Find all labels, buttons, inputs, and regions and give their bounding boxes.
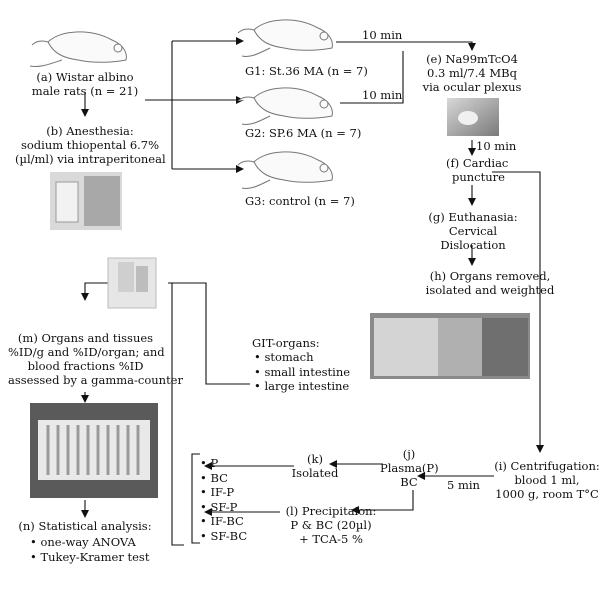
group-g3-label: G3: control (n = 7) <box>245 194 355 208</box>
list-item: BC <box>200 471 247 486</box>
rat-icon <box>29 31 127 67</box>
plasma-label: (j)Plasma(P)BC <box>380 447 439 489</box>
group-g1-label: G1: St.36 MA (n = 7) <box>245 64 368 78</box>
rat-eye-photo <box>447 98 499 136</box>
group-g2-label: G2: SP.6 MA (n = 7) <box>245 126 362 140</box>
gamma-tubes-photo <box>107 257 157 309</box>
rat-icon <box>237 87 333 125</box>
list-item: large intestine <box>254 379 350 394</box>
precipitation-label: (l) Precipitaion:P & BC (20µl)+ TCA-5 % <box>285 504 377 546</box>
timing-label: 10 min <box>362 28 403 42</box>
list-item: IF-P <box>200 485 247 500</box>
statistics-list: one-way ANOVA Tukey-Kramer test <box>30 535 149 564</box>
rat-icon <box>237 19 333 57</box>
list-item: P <box>200 456 247 471</box>
git-organs-title: GIT-organs: <box>252 336 320 350</box>
organs-tissues-label: (m) Organs and tissues%ID/g and %ID/orga… <box>8 331 183 387</box>
gamma-counter-photo <box>30 403 158 498</box>
list-item: IF-BC <box>200 514 247 529</box>
anesthesia-label: (b) Anesthesia:sodium thiopental 6.7%(µl… <box>15 124 166 166</box>
list-item: Tukey-Kramer test <box>30 550 149 565</box>
list-item: SF-BC <box>200 529 247 544</box>
organ-balance-photo <box>370 313 530 379</box>
centrifugation-label: (i) Centrifugation:blood 1 ml,1000 g, ro… <box>494 459 600 501</box>
list-item: one-way ANOVA <box>30 535 149 550</box>
timing-label: 10 min <box>362 88 403 102</box>
list-item: small intestine <box>254 365 350 380</box>
list-item: stomach <box>254 350 350 365</box>
statistics-title: (n) Statistical analysis: <box>18 519 152 533</box>
rat-icon <box>237 151 333 189</box>
list-item: SF-P <box>200 500 247 515</box>
anesthesia-photo <box>50 172 122 230</box>
git-organs-list: stomach small intestine large intestine <box>254 350 350 394</box>
timing-label: 10 min <box>476 139 517 153</box>
blood-fractions-list: P BC IF-P SF-P IF-BC SF-BC <box>200 456 247 543</box>
timing-label: 5 min <box>447 478 480 492</box>
organs-removed-label: (h) Organs removed,isolated and weighted <box>425 269 555 297</box>
isolated-label: (k)Isolated <box>291 452 339 480</box>
